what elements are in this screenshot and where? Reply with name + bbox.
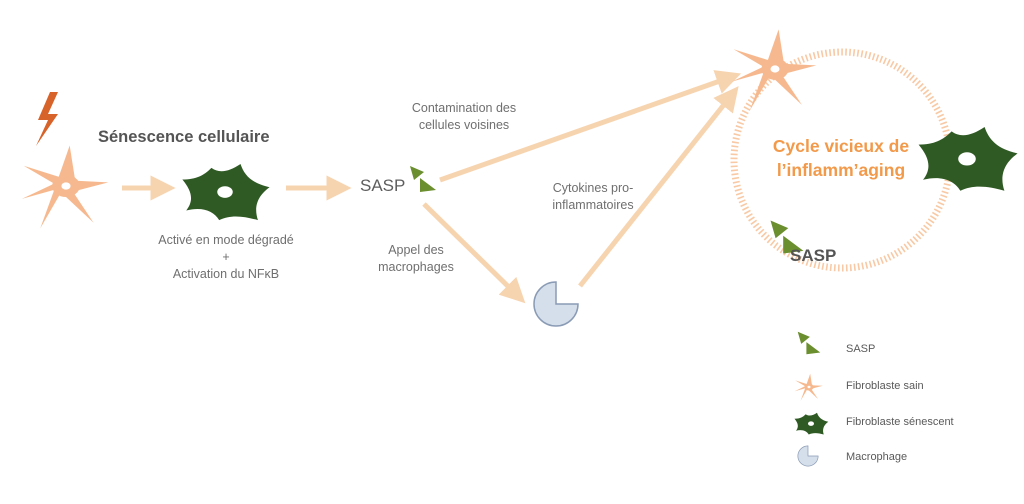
macrophage-call-label: Appel des macrophages <box>374 242 458 276</box>
senescent-fibroblast-cycle <box>918 127 1018 191</box>
senescent-fibroblast-left <box>182 163 270 221</box>
sasp-label-cycle: SASP <box>790 246 837 265</box>
senescent-fibroblast-icon <box>794 412 829 435</box>
sasp-label-left: SASP <box>360 176 406 195</box>
cytokines-label: Cytokines pro- inflammatoires <box>540 180 646 214</box>
degraded-mode-label: Activé en mode dégradé + Activation du N… <box>140 232 312 283</box>
degraded-line2: Activation du NFκB <box>172 267 280 281</box>
plus-sign: + <box>222 250 230 264</box>
cycle-line1: Cycle vicieux de <box>772 136 910 156</box>
macrophage-icon <box>797 445 819 467</box>
sasp-triangles-icon <box>797 331 821 355</box>
healthy-fibroblast-icon <box>794 373 823 401</box>
legend-senescent-label: Fibroblaste sénescent <box>846 416 954 428</box>
healthy-fibroblast-cycle <box>731 29 817 111</box>
cytokines-line1: Cytokines pro- <box>552 181 634 195</box>
arrow-contamination <box>439 70 742 183</box>
arrow-cytokines <box>578 86 739 288</box>
degraded-line1: Activé en mode dégradé <box>158 233 294 247</box>
healthy-fibroblast-left <box>21 145 109 229</box>
legend-sasp-label: SASP <box>846 343 876 355</box>
lightning-icon <box>36 92 58 146</box>
legend-macrophage-label: Macrophage <box>846 451 908 463</box>
arrow-macrophage-call <box>422 202 526 304</box>
macrophage <box>533 281 579 327</box>
cytokines-line2: inflammatoires <box>552 198 634 212</box>
macrophage-call-line2: macrophages <box>378 260 454 274</box>
vicious-cycle-label: Cycle vicieux de l’inflamm’aging <box>766 134 916 182</box>
contamination-line1: Contamination des <box>411 101 517 115</box>
cycle-line2: l’inflamm’aging <box>776 160 906 180</box>
diagram-title: Sénescence cellulaire <box>98 128 270 146</box>
macrophage-call-line1: Appel des <box>388 243 444 257</box>
contamination-label: Contamination des cellules voisines <box>398 100 530 134</box>
legend-healthy-label: Fibroblaste sain <box>846 380 924 392</box>
sasp-triangles-left <box>410 166 436 192</box>
contamination-line2: cellules voisines <box>418 118 510 132</box>
